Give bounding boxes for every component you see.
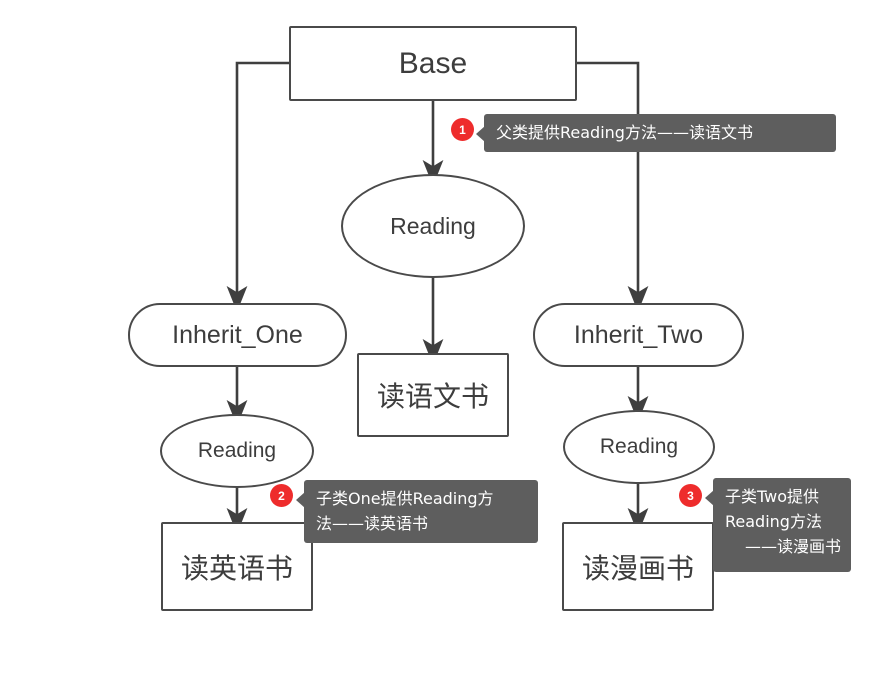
callout-badge-1[interactable]: 1 — [451, 118, 474, 141]
node-base[interactable]: Base — [289, 26, 577, 101]
node-reading-two[interactable]: Reading — [563, 410, 715, 484]
node-inherit-two-label: Inherit_Two — [573, 320, 704, 349]
node-result-base[interactable]: 读语文书 — [357, 353, 509, 437]
callout-1-line-1: 父类提供Reading方法——读语文书 — [496, 123, 753, 142]
node-result-two-label: 读漫画书 — [581, 551, 694, 585]
node-reading-base[interactable]: Reading — [341, 174, 525, 278]
callout-1[interactable]: 父类提供Reading方法——读语文书 — [476, 114, 836, 152]
callout-badge-3[interactable]: 3 — [679, 484, 702, 507]
callout-3-line-3: ——读漫画书 — [744, 537, 841, 556]
callout-2-pointer-icon — [296, 492, 305, 508]
node-result-one-label: 读英语书 — [180, 551, 293, 585]
callout-2[interactable]: 子类One提供Reading方 法——读英语书 — [296, 480, 538, 543]
callout-3-line-2: Reading方法 — [725, 512, 822, 531]
callout-badge-3-number: 3 — [687, 488, 694, 503]
callout-2-line-2: 法——读英语书 — [316, 514, 429, 533]
node-reading-two-label: Reading — [599, 435, 679, 458]
node-inherit-one-label: Inherit_One — [172, 320, 303, 349]
node-reading-base-label: Reading — [390, 212, 476, 239]
edge-base-to-inherit-one — [226, 61, 289, 312]
node-reading-one[interactable]: Reading — [160, 414, 314, 488]
node-inherit-one[interactable]: Inherit_One — [128, 303, 347, 367]
edge-base-to-inherit-two — [577, 61, 649, 312]
callout-badge-1-number: 1 — [459, 122, 466, 137]
callout-2-line-1: 子类One提供Reading方 — [316, 489, 494, 508]
callout-badge-2[interactable]: 2 — [270, 484, 293, 507]
node-inherit-two[interactable]: Inherit_Two — [533, 303, 744, 367]
node-reading-one-label: Reading — [197, 439, 277, 462]
callout-3-line-1: 子类Two提供 — [725, 487, 820, 506]
node-result-base-label: 读语文书 — [376, 380, 489, 413]
callout-3-pointer-icon — [705, 490, 714, 506]
node-result-two[interactable]: 读漫画书 — [562, 522, 714, 611]
callout-badge-2-number: 2 — [278, 488, 285, 503]
callout-1-pointer-icon — [476, 126, 485, 142]
node-base-label: Base — [398, 46, 468, 80]
callout-3[interactable]: 子类Two提供 Reading方法 ——读漫画书 — [705, 478, 851, 572]
node-result-one[interactable]: 读英语书 — [161, 522, 313, 611]
